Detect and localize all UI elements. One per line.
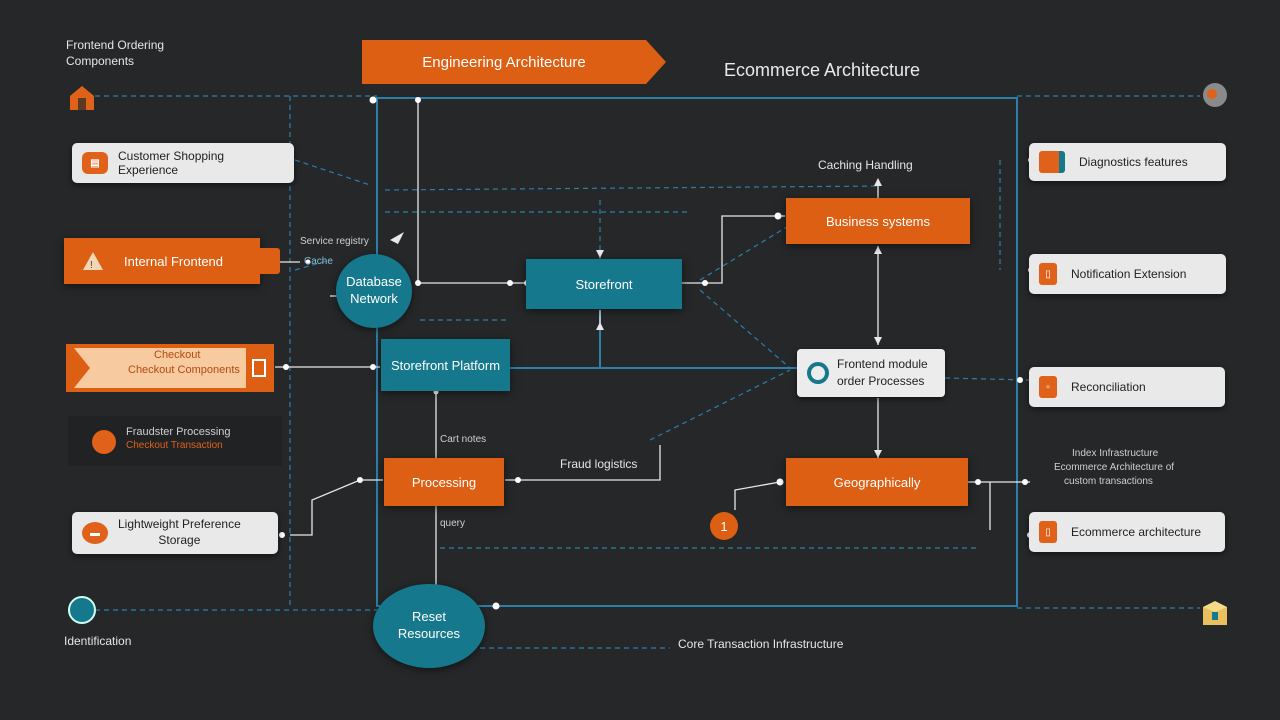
cart-notes-label: Cart notes [440,434,487,445]
right-note-line2: Ecommerce Architecture of [1054,462,1175,473]
top-left-note-line1: Frontend Ordering [66,38,165,52]
node-line1: Reset [412,609,446,625]
right-item-ecommerce[interactable]: ▯ Ecommerce architecture [1029,512,1225,552]
left-item-internal-frontend[interactable]: ! Internal Frontend [64,238,260,284]
left-item-sub: Storage [158,533,201,547]
business-systems-box[interactable]: Business systems [786,198,970,244]
node-line2: Network [350,291,398,306]
left-item-label: Fraudster Processing [126,426,231,438]
home-icon [68,84,96,112]
right-item-diagnostics[interactable]: Diagnostics features [1029,143,1226,181]
reset-resources-node[interactable]: Reset Resources [373,584,485,668]
geographically-box[interactable]: Geographically [786,458,968,506]
checkout-tag: Checkout [154,349,201,361]
left-item-fraudster-processing[interactable]: Fraudster Processing Checkout Transactio… [68,416,282,466]
node-line2: Resources [397,626,461,641]
node-line1: Database [346,274,402,290]
frontend-module-box[interactable]: Frontend module order Processes [797,349,945,397]
right-item-label: Diagnostics features [1079,155,1188,169]
left-item-lightweight-preference[interactable]: ▬ Lightweight Preference Storage [72,512,278,554]
bottom-left-label: Identification [64,634,132,648]
left-item-customer-shopping[interactable]: ▤ Customer Shopping Experience [72,143,294,183]
storefront-box[interactable]: Storefront [526,259,682,309]
doc-icon [252,359,266,377]
cache-tag-label: Cache [304,256,333,267]
document-icon: ▯ [1039,263,1057,285]
package-icon [1200,598,1230,628]
right-item-label: Ecommerce architecture [1071,525,1202,539]
right-item-reconciliation[interactable]: ▫ Reconciliation [1029,367,1225,407]
right-note-line1: Index Infrastructure [1072,448,1159,459]
page-title: Ecommerce Architecture [724,60,921,80]
top-left-note-line2: Components [66,54,135,68]
right-note-line3: custom transactions [1064,476,1153,487]
left-item-label: Internal Frontend [124,253,224,269]
target-icon [807,362,829,384]
alert-badge: 1 [710,512,738,540]
right-item-notification[interactable]: ▯ Notification Extension [1029,254,1226,294]
core-transaction-label: Core Transaction Infrastructure [678,637,844,651]
left-item-label: Lightweight Preference [118,517,241,532]
module-line1: Frontend module [837,357,928,371]
pin-icon [92,430,116,454]
service-registry-label: Service registry [300,236,369,247]
database-network-node[interactable]: Database Network [336,254,412,328]
left-item-label: Checkout Components [128,364,240,376]
right-item-label: Notification Extension [1071,267,1187,281]
file-icon: ▫ [1039,376,1057,398]
left-item-sub: Checkout Transaction [126,440,223,451]
processing-box[interactable]: Processing [384,458,504,506]
query-label: query [440,518,466,529]
banner-text: Engineering Architecture [422,53,586,71]
svg-text:!: ! [90,260,93,271]
settings-icon [1200,80,1230,110]
chart-icon [1039,151,1065,173]
info-icon [68,596,96,624]
page-icon: ▯ [1039,521,1057,543]
right-item-label: Reconciliation [1071,380,1146,394]
fraud-logistics-label: Fraud logistics [560,457,638,471]
alert-badge-count: 1 [720,518,728,534]
warning-icon: ! [82,251,104,271]
left-item-label: Customer Shopping Experience [118,149,225,177]
storefront-platform-box[interactable]: Storefront Platform [381,339,510,391]
banner: Engineering Architecture [362,40,666,84]
left-item-checkout-components[interactable]: Checkout Checkout Components [66,344,274,392]
cart-icon: ▤ [82,152,108,174]
connector-tab [258,248,280,274]
caching-handling-label: Caching Handling [818,158,913,172]
module-line2: order Processes [837,374,925,388]
storage-icon: ▬ [82,522,108,544]
